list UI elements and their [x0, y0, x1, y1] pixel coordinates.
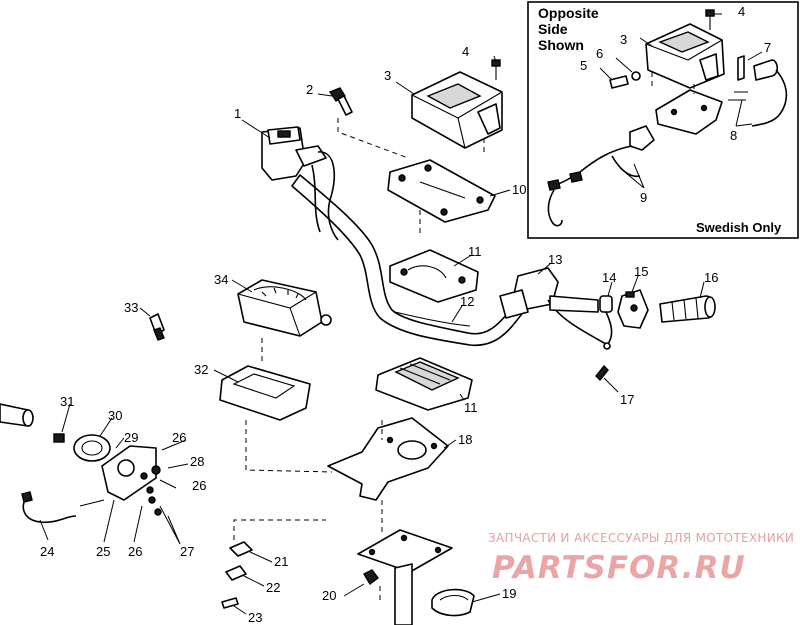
part-label-11-lower: 11 [464, 400, 478, 415]
part-label-20: 20 [322, 588, 336, 603]
post-clamp [431, 588, 475, 617]
nut-part-20 [363, 569, 379, 586]
inset-title-line-1: Opposite [538, 5, 599, 21]
drive-cable-assembly [0, 403, 162, 524]
screw-part-17 [595, 364, 609, 382]
inset-label-4: 4 [738, 4, 745, 19]
inset-title-line-3: Shown [538, 37, 584, 53]
inset-note: Swedish Only [696, 220, 782, 235]
part-label-34: 34 [214, 272, 228, 287]
part-label-10: 10 [512, 182, 526, 197]
handlebar-grip [659, 295, 716, 323]
part-label-15: 15 [634, 264, 648, 279]
part-label-14: 14 [602, 270, 616, 285]
handlebar-clamp-lower [375, 357, 473, 411]
part-label-33: 33 [124, 300, 138, 315]
switch-housing-cover [411, 71, 503, 149]
part-label-1: 1 [234, 106, 241, 121]
part-label-26-top: 26 [172, 430, 186, 445]
leader-lines [39, 55, 705, 615]
part-number-labels: 1 2 3 4 10 11 11 12 13 14 15 16 17 18 19… [40, 44, 718, 625]
inset-opposite-side: Opposite Side Shown Swedish Only [527, 1, 799, 239]
bolt-part-2 [328, 87, 353, 116]
part-label-4: 4 [462, 44, 469, 59]
part-label-21: 21 [274, 554, 288, 569]
mounting-plate-part-10 [387, 159, 496, 223]
screw-part-4 [491, 59, 501, 80]
part-label-25: 25 [96, 544, 110, 559]
speedometer-cup [219, 365, 311, 421]
steering-post [357, 529, 453, 625]
watermark-logo: PARTSFOR.RU [492, 550, 746, 586]
part-33-connector [149, 313, 165, 341]
part-label-31: 31 [60, 394, 74, 409]
part-label-29: 29 [124, 430, 138, 445]
part-label-27: 27 [180, 544, 194, 559]
part-label-26-bottom: 26 [128, 544, 142, 559]
part-label-11-upper: 11 [468, 244, 482, 259]
part-label-32: 32 [194, 362, 208, 377]
inset-label-6: 6 [596, 46, 603, 61]
kill-switch [617, 289, 649, 329]
handlebar-clamp-upper [389, 249, 479, 303]
part-label-3: 3 [384, 68, 391, 83]
inset-label-8: 8 [730, 128, 737, 143]
watermark-caption: ЗАПЧАСТИ И АКСЕССУАРЫ ДЛЯ МОТОТЕХНИКИ [488, 531, 794, 545]
bracket-plate [327, 417, 449, 501]
part-label-26-mid: 26 [192, 478, 206, 493]
watermark: ЗАПЧАСТИ И АКСЕССУАРЫ ДЛЯ МОТОТЕХНИКИ PA… [488, 531, 794, 586]
part-label-19: 19 [502, 586, 516, 601]
brake-master-cylinder [261, 126, 339, 241]
part-label-2: 2 [306, 82, 313, 97]
inset-label-7: 7 [764, 40, 771, 55]
speedometer [237, 279, 332, 337]
small-parts-21-23 [221, 541, 253, 609]
part-label-17: 17 [620, 392, 634, 407]
part-label-18: 18 [458, 432, 472, 447]
inset-title-line-2: Side [538, 21, 568, 37]
inset-label-9: 9 [640, 190, 647, 205]
part-label-30: 30 [108, 408, 122, 423]
part-label-23: 23 [248, 610, 262, 625]
throttle-housing [499, 267, 607, 345]
part-label-16: 16 [704, 270, 718, 285]
throttle-cable-end [599, 295, 613, 350]
part-label-22: 22 [266, 580, 280, 595]
part-label-12: 12 [460, 294, 474, 309]
part-label-13: 13 [548, 252, 562, 267]
inset-label-3: 3 [620, 32, 627, 47]
inset-label-5: 5 [580, 58, 587, 73]
part-label-24: 24 [40, 544, 54, 559]
assembly-lines [233, 118, 485, 600]
part-label-28: 28 [190, 454, 204, 469]
